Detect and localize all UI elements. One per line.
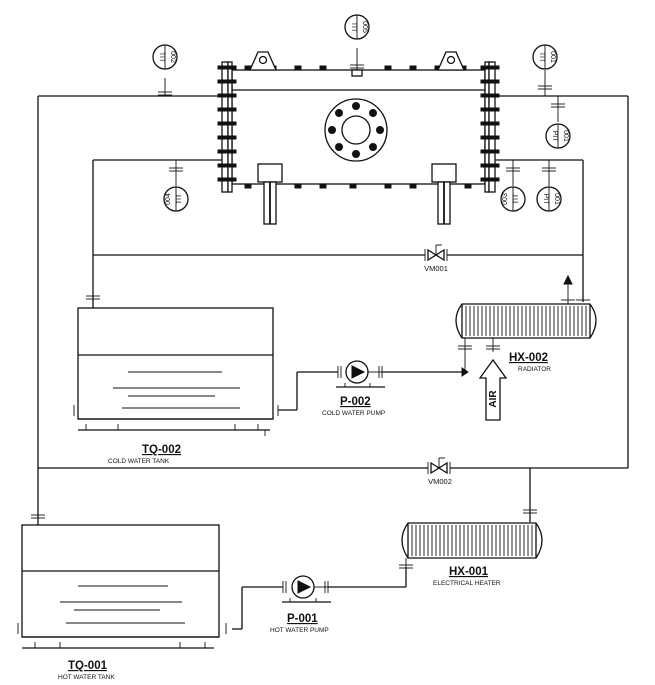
tq001-desc: HOT WATER TANK — [58, 674, 115, 681]
vm001-label: VM001 — [424, 264, 448, 273]
pit001-top-num: 001 — [562, 130, 569, 142]
tit003-type: TIT — [513, 193, 520, 204]
tit004-num: 004 — [165, 193, 172, 205]
air-label: AIR — [488, 390, 499, 408]
instrument-tit001: TIT 001 — [532, 44, 558, 70]
valve-vm001: VM001 — [424, 244, 448, 273]
tq001-tag: TQ-001 — [68, 660, 108, 672]
hx002-desc: RADIATOR — [518, 366, 551, 373]
tit002-num: 002 — [169, 51, 176, 63]
radiator: AIR HX-002 RADIATOR — [455, 274, 597, 421]
instrument-pit001-bottom: PIT 001 — [536, 186, 562, 212]
hx002-tag: HX-002 — [509, 352, 548, 364]
pipe-flanges — [31, 64, 565, 519]
tq002-desc: COLD WATER TANK — [108, 458, 170, 465]
instrument-tit005: TIT 005 — [344, 14, 370, 40]
p002-tag: P-002 — [340, 396, 371, 408]
tit003-num: 003 — [502, 193, 509, 205]
tit002-type: TIT — [158, 52, 165, 63]
vm002-label: VM002 — [428, 477, 452, 486]
tit005-num: 005 — [361, 21, 368, 33]
tq002-tag: TQ-002 — [142, 444, 181, 456]
instrument-pit001-top: PIT 001 — [545, 123, 571, 149]
instrument-tit002: TIT 002 — [152, 44, 178, 70]
p001-desc: HOT WATER PUMP — [270, 627, 329, 634]
pit001-top-type: PIT — [551, 131, 558, 143]
tit001-type: TIT — [538, 52, 545, 63]
p002-desc: COLD WATER PUMP — [322, 410, 385, 417]
instrument-tit003: TIT 003 — [500, 186, 526, 212]
pit001-bottom-type: PIT — [542, 194, 549, 206]
hx001-tag: HX-001 — [449, 566, 489, 578]
instrument-tit004: TIT 004 — [163, 186, 189, 212]
hot-water-tank: TQ-001 HOT WATER TANK — [17, 524, 227, 681]
tit005-type: TIT — [350, 22, 357, 33]
tit004-type: TIT — [176, 193, 183, 204]
valve-vm002: VM002 — [427, 457, 452, 486]
test-vessel — [217, 51, 500, 225]
electrical-heater: HX-001 ELECTRICAL HEATER — [399, 522, 543, 587]
tit001-num: 001 — [549, 51, 556, 63]
cold-water-pump: P-002 COLD WATER PUMP — [322, 360, 385, 417]
cold-water-tank: TQ-002 COLD WATER TANK — [73, 307, 279, 465]
p001-tag: P-001 — [287, 613, 318, 625]
hx001-desc: ELECTRICAL HEATER — [433, 580, 501, 587]
hot-water-pump: P-001 HOT WATER PUMP — [270, 575, 331, 634]
pit001-bottom-num: 001 — [553, 193, 560, 205]
piping — [37, 48, 629, 630]
